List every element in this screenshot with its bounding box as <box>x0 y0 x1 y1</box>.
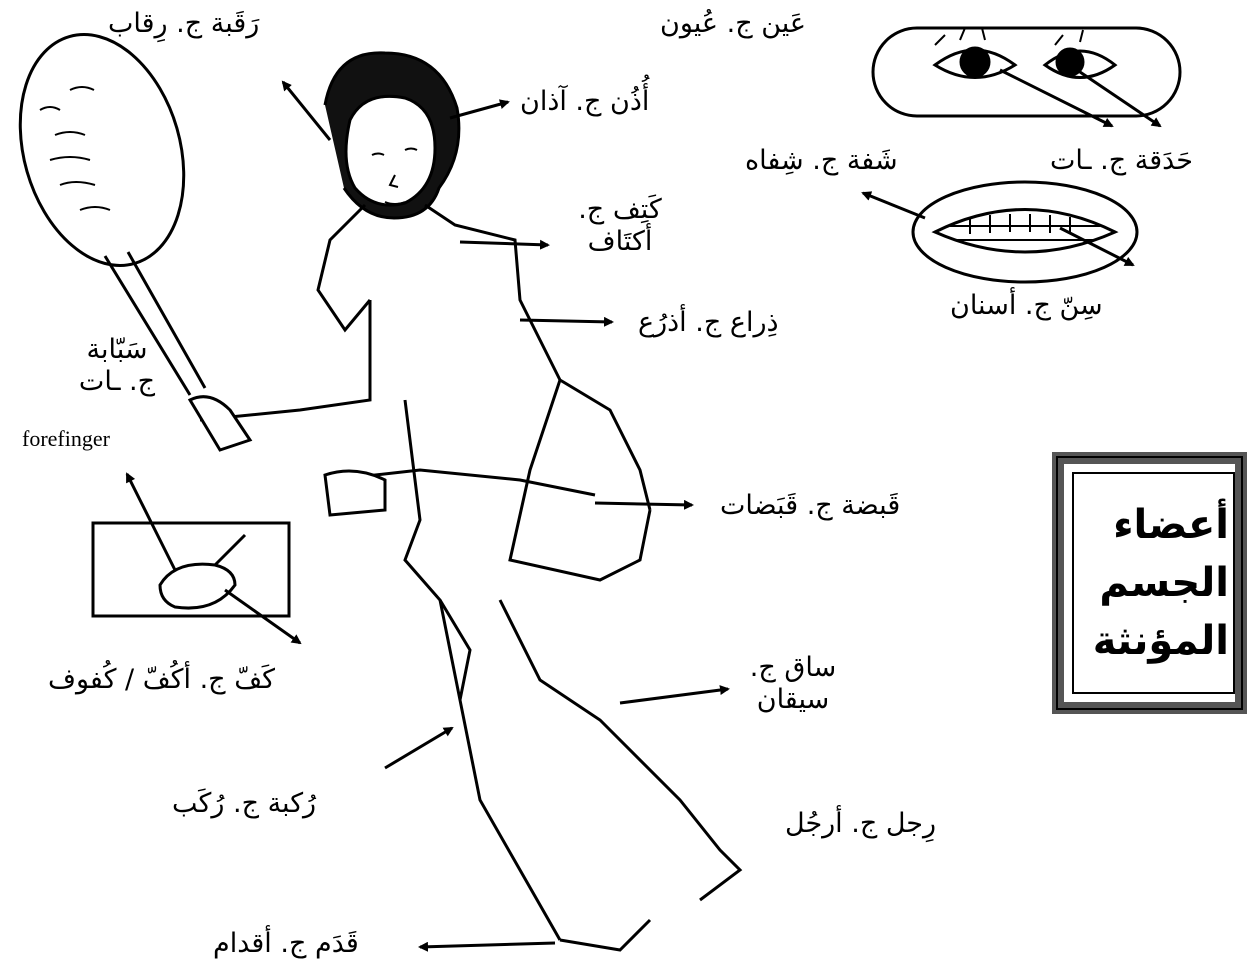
label-eye: عَين ج. عُيون <box>660 8 806 40</box>
title-line-3: المؤنثة <box>1093 612 1229 670</box>
label-forefinger: سَبّابة ج. ـات <box>22 334 212 398</box>
label-leg: ساق ج. سيقان <box>728 652 858 716</box>
mouth-illustration <box>913 182 1137 282</box>
label-foot: قَدَم ج. أقدام <box>213 928 359 960</box>
label-palm: كَفّ ج. أكُفّ / كُفوف <box>48 664 275 696</box>
label-shoulder-line1: كَتِف ج. <box>560 194 680 226</box>
label-neck: رَقَبة ج. رِقاب <box>108 8 259 40</box>
label-ear: أُذُن ج. آذان <box>520 86 649 118</box>
label-foot-leg: رِجل ج. أرجُل <box>785 808 936 840</box>
label-leg-line1: ساق ج. <box>728 652 858 684</box>
label-fist: قَبضة ج. قَبَضات <box>720 490 900 522</box>
label-shoulder: كَتِف ج. أكتَاف <box>560 194 680 258</box>
label-pupil: حَدَقة ج. ـات <box>1050 145 1193 177</box>
label-knee: رُكبة ج. رُكَب <box>172 788 316 820</box>
head <box>325 53 459 218</box>
label-tooth: سِنّ ج. أسنان <box>950 290 1103 322</box>
label-forefinger-line1: سَبّابة <box>22 334 212 366</box>
label-forefinger-english: forefinger <box>22 423 110 455</box>
label-leg-line2: سيقان <box>728 684 858 716</box>
label-arm: ذِراع ج. أذرُع <box>638 307 779 339</box>
label-lip: شَفة ج. شِفاه <box>745 145 898 177</box>
hand-illustration <box>93 523 289 616</box>
title-box-inner: أعضاء الجسم المؤنثة <box>1072 472 1235 694</box>
eyes-illustration <box>873 28 1180 116</box>
title-box: أعضاء الجسم المؤنثة <box>1052 452 1247 714</box>
title-line-1: أعضاء <box>1113 496 1229 554</box>
title-line-2: الجسم <box>1099 554 1229 612</box>
label-shoulder-line2: أكتَاف <box>560 226 680 258</box>
label-forefinger-line2: ج. ـات <box>22 366 212 398</box>
